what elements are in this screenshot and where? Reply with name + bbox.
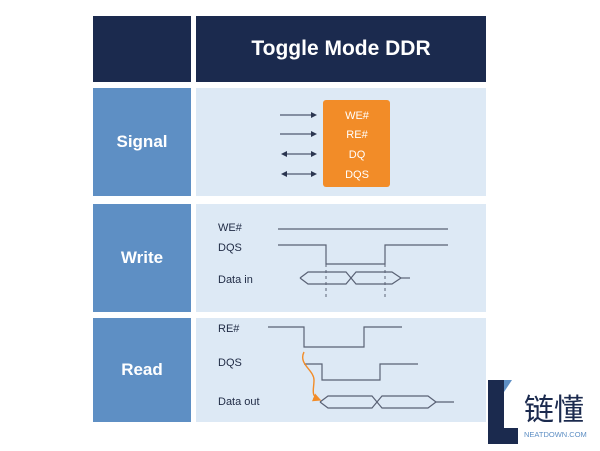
signal-panel: WE# RE# DQ DQS	[196, 88, 486, 196]
write-label-we: WE#	[218, 222, 243, 234]
pin-dqs: DQS	[345, 169, 369, 181]
read-latency-arrow	[302, 351, 322, 402]
write-panel: WE# DQS Data in	[196, 204, 486, 312]
header-left-cell	[93, 16, 191, 82]
row-label-read: Read	[93, 318, 191, 422]
row-label-signal: Signal	[93, 88, 191, 196]
pin-box	[323, 100, 390, 187]
diagram-title: Toggle Mode DDR	[196, 16, 486, 82]
watermark: 链懂 NEATDOWN.COM	[486, 378, 598, 446]
read-re-waveform	[268, 326, 402, 348]
pin-we: WE#	[345, 110, 370, 122]
write-timing-diagram: WE# DQS Data in	[218, 222, 448, 300]
write-dqs-waveform	[278, 244, 448, 265]
read-dqs-waveform	[304, 363, 418, 381]
read-label-re: RE#	[218, 323, 240, 335]
watermark-logo: 链懂 NEATDOWN.COM	[488, 380, 587, 444]
title-text: Toggle Mode DDR	[251, 37, 431, 60]
pin-re: RE#	[346, 129, 368, 141]
watermark-text: 链懂	[524, 394, 584, 427]
read-timing-diagram: RE# DQS Data out	[218, 323, 454, 409]
watermark-subtext: NEATDOWN.COM	[524, 430, 587, 439]
read-label-dataout: Data out	[218, 396, 260, 408]
row-label-write: Write	[93, 204, 191, 312]
logo-l-shape	[488, 380, 518, 444]
signal-pin-diagram: WE# RE# DQ DQS	[280, 100, 390, 187]
read-label-dqs: DQS	[218, 357, 242, 369]
write-label-dqs: DQS	[218, 242, 242, 254]
write-data-waveform	[299, 271, 410, 285]
pin-dq: DQ	[349, 149, 366, 161]
read-panel: RE# DQS Data out	[196, 318, 486, 422]
write-label-datain: Data in	[218, 274, 253, 286]
read-data-waveform	[319, 395, 454, 409]
